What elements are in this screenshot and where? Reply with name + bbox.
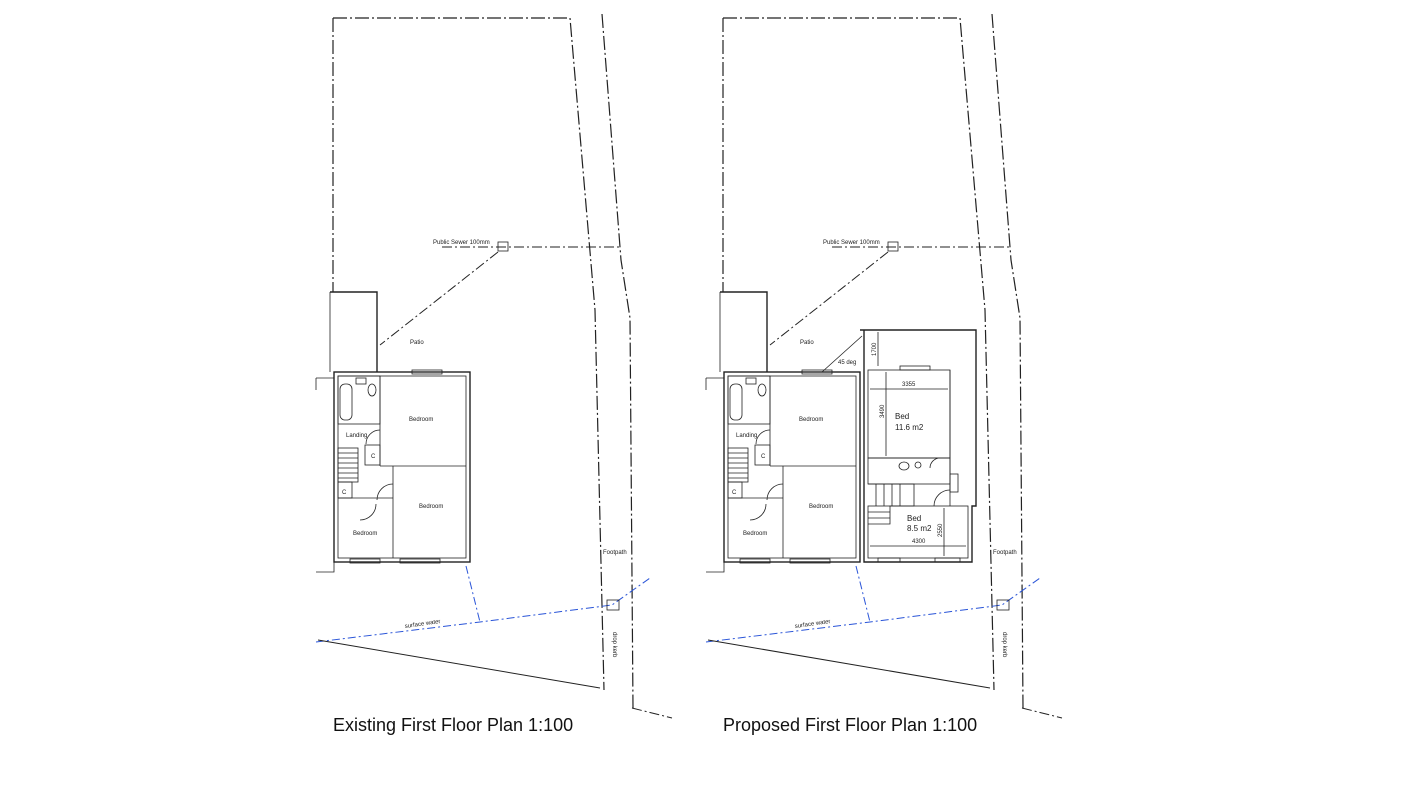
extension-45deg-line (821, 335, 863, 373)
existing-cupboard-2-label: C (342, 490, 347, 496)
extension-front-window-1 (877, 557, 901, 563)
existing-party-wall (315, 377, 335, 573)
existing-basin-icon (355, 377, 367, 385)
proposed-outrigger (720, 291, 768, 372)
proposed-door-swing-1 (755, 429, 771, 445)
extension-bed1-area: 11.6 m2 (895, 423, 924, 432)
proposed-manhole (887, 241, 899, 252)
existing-surface-water-label: surface water (404, 619, 441, 630)
extension-bath-room (867, 457, 951, 485)
extension-side-window (949, 473, 959, 493)
extension-stairs (868, 483, 915, 525)
proposed-stairs (727, 447, 749, 483)
existing-sewer-branch (379, 251, 499, 346)
proposed-rear-window (801, 369, 833, 375)
proposed-gully (996, 599, 1010, 611)
extension-bed2-area: 8.5 m2 (907, 524, 932, 533)
proposed-house-outline (723, 371, 861, 563)
proposed-road-note: drop kerb (1001, 632, 1007, 658)
proposed-road-boundary (1021, 707, 1063, 719)
proposed-public-sewer-label: Public Sewer 100mm (823, 240, 880, 246)
proposed-party-wall (705, 377, 725, 573)
proposed-surface-water-drain (705, 565, 1041, 643)
existing-toilet-icon (367, 383, 377, 397)
extension-bed2-room (867, 505, 969, 559)
existing-bedroom-rear-label: Bedroom (409, 417, 433, 423)
existing-public-sewer-label: Public Sewer 100mm (433, 240, 490, 246)
extension-bed2-name: Bed (907, 514, 921, 523)
existing-house-outline (333, 371, 471, 563)
proposed-bedroom-rear-label: Bedroom (799, 417, 823, 423)
existing-rear-window (411, 369, 443, 375)
extension-dim-top: 1700 (872, 342, 878, 356)
extension-rear-window (899, 365, 931, 371)
existing-site-boundary (333, 17, 605, 691)
proposed-cupboard-2-label: C (732, 490, 737, 496)
existing-plan-title: Existing First Floor Plan 1:100 (333, 715, 573, 735)
extension-angle-label: 45 deg (838, 360, 856, 366)
proposed-bath-icon (729, 383, 743, 421)
extension-door-swing-1 (933, 489, 951, 507)
proposed-basin-icon (745, 377, 757, 385)
extension-front-window-2 (934, 557, 961, 563)
proposed-door-swing-3 (749, 503, 767, 521)
extension-door-swing-2 (929, 457, 941, 469)
existing-footpath-line (601, 13, 634, 709)
proposed-front-window-2 (739, 558, 771, 564)
proposed-bathroom (727, 375, 771, 425)
proposed-landing-label: Landing (736, 433, 757, 439)
proposed-site-boundary (723, 17, 995, 691)
existing-bedroom-mid-label: Bedroom (419, 504, 443, 510)
proposed-extension: 45 deg 1700 3355 3490 4300 2550 Bed 11.6… (821, 329, 977, 563)
proposed-cupboard-1 (754, 444, 771, 466)
existing-cupboard-1-label: C (371, 454, 376, 460)
existing-front-window (399, 558, 441, 564)
extension-bed1-name: Bed (895, 412, 909, 421)
proposed-cupboard-1-label: C (761, 454, 766, 460)
proposed-plan-title: Proposed First Floor Plan 1:100 (723, 715, 977, 735)
proposed-front-window (789, 558, 831, 564)
proposed-footpath-line (991, 13, 1024, 709)
proposed-door-swing-2 (766, 483, 784, 501)
existing-landing-label: Landing (346, 433, 367, 439)
proposed-footpath-label: Footpath (993, 550, 1017, 556)
existing-gully (606, 599, 620, 611)
proposed-sewer-branch (769, 251, 889, 346)
existing-road-boundary (631, 707, 673, 719)
existing-stairs (337, 447, 359, 483)
existing-door-swing-2 (376, 483, 394, 501)
existing-door-swing-3 (359, 503, 377, 521)
proposed-toilet-icon (757, 383, 767, 397)
existing-road-edge (317, 639, 601, 689)
extension-dim-height-upper: 3490 (880, 404, 886, 418)
existing-bedroom-front-label: Bedroom (353, 531, 377, 537)
proposed-surface-water-label: surface water (794, 619, 831, 630)
proposed-road-edge (707, 639, 991, 689)
existing-outrigger (330, 291, 378, 372)
proposed-bedroom-mid-label: Bedroom (809, 504, 833, 510)
proposed-bedroom-front-label: Bedroom (743, 531, 767, 537)
extension-dim-height-lower: 2550 (938, 523, 944, 537)
existing-door-swing-1 (365, 429, 381, 445)
extension-basin-icon (914, 461, 922, 469)
extension-toilet-icon (898, 461, 910, 471)
proposed-patio-label: Patio (800, 340, 814, 346)
existing-bath-icon (339, 383, 353, 421)
extension-outline (860, 329, 977, 563)
extension-dim-width-upper: 3355 (902, 382, 916, 388)
existing-cupboard-1 (364, 444, 381, 466)
existing-patio-label: Patio (410, 340, 424, 346)
existing-road-note: drop kerb (611, 632, 617, 658)
existing-surface-water-drain (315, 565, 651, 643)
existing-bathroom (337, 375, 381, 425)
existing-front-window-2 (349, 558, 381, 564)
proposed-plan: Public Sewer 100mm Patio (705, 13, 1063, 735)
existing-manhole (497, 241, 509, 252)
existing-footpath-label: Footpath (603, 550, 627, 556)
existing-plan: Public Sewer 100mm Patio (315, 13, 673, 735)
extension-dim-width-lower: 4300 (912, 539, 926, 545)
